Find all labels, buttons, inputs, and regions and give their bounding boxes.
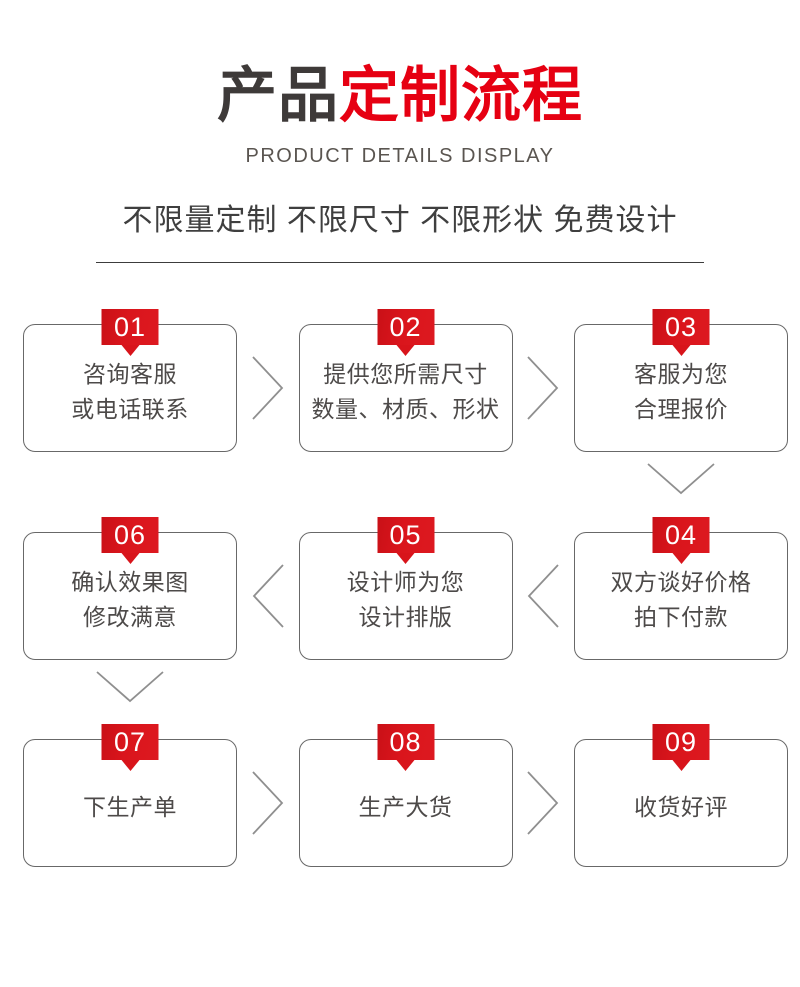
flow-row-1: 01 咨询客服 或电话联系 02 提供您所需尺寸 数量、材质、形状 bbox=[0, 308, 800, 452]
step-text-line1: 下生产单 bbox=[83, 793, 177, 820]
step-card-08: 08 生产大货 bbox=[298, 724, 513, 867]
step-description: 双方谈好价格 拍下付款 bbox=[575, 557, 787, 635]
step-description: 咨询客服 或电话联系 bbox=[24, 349, 236, 427]
step-number: 04 bbox=[664, 519, 698, 550]
step-description: 确认效果图 修改满意 bbox=[24, 557, 236, 635]
flow-connector-1 bbox=[0, 452, 800, 516]
step-card-07: 07 下生产单 bbox=[23, 724, 237, 867]
tagline: 不限量定制 不限尺寸 不限形状 免费设计 bbox=[122, 204, 678, 237]
step-number: 02 bbox=[389, 311, 422, 342]
step-number: 05 bbox=[389, 519, 422, 550]
arrow-down-icon bbox=[23, 670, 237, 704]
step-number: 06 bbox=[113, 519, 147, 550]
arrow-left-icon bbox=[513, 532, 575, 660]
step-text-line1: 咨询客服 bbox=[83, 361, 177, 387]
step-badge-08: 08 bbox=[377, 724, 434, 760]
step-description: 提供您所需尺寸 数量、材质、形状 bbox=[300, 349, 512, 427]
step-text-line2: 或电话联系 bbox=[71, 396, 189, 422]
step-description: 收货好评 bbox=[575, 782, 787, 825]
process-flow-diagram: 01 咨询客服 或电话联系 02 提供您所需尺寸 数量、材质、形状 bbox=[0, 308, 800, 867]
arrow-down-icon bbox=[574, 462, 788, 496]
step-badge-09: 09 bbox=[652, 724, 710, 760]
step-text-line1: 确认效果图 bbox=[71, 569, 189, 595]
step-badge-06: 06 bbox=[101, 517, 159, 553]
step-text-line1: 双方谈好价格 bbox=[610, 569, 752, 595]
flow-row-3: 07 下生产单 08 生产大货 09 bbox=[0, 723, 800, 867]
step-number: 07 bbox=[113, 726, 147, 757]
page-subtitle: PRODUCT DETAILS DISPLAY bbox=[245, 145, 555, 167]
step-card-05: 05 设计师为您 设计排版 bbox=[298, 517, 513, 660]
flow-row-2: 06 确认效果图 修改满意 05 设计师为您 设计排版 04 bbox=[0, 516, 800, 660]
divider-line bbox=[96, 262, 704, 263]
step-description: 下生产单 bbox=[24, 782, 236, 825]
step-text-line1: 收货好评 bbox=[634, 793, 728, 820]
step-card-01: 01 咨询客服 或电话联系 bbox=[23, 309, 237, 452]
step-number: 09 bbox=[664, 726, 698, 757]
step-badge-07: 07 bbox=[101, 724, 159, 760]
step-text-line2: 修改满意 bbox=[83, 604, 177, 630]
step-description: 客服为您 合理报价 bbox=[575, 349, 787, 427]
step-description: 设计师为您 设计排版 bbox=[300, 557, 512, 635]
arrow-right-icon bbox=[237, 324, 299, 452]
step-card-09: 09 收货好评 bbox=[574, 724, 788, 867]
step-card-02: 02 提供您所需尺寸 数量、材质、形状 bbox=[298, 309, 513, 452]
flow-connector-2 bbox=[0, 660, 800, 723]
step-badge-01: 01 bbox=[101, 309, 159, 345]
step-text-line1: 设计师为您 bbox=[346, 569, 465, 595]
step-number: 01 bbox=[113, 311, 147, 342]
arrow-left-icon bbox=[237, 532, 299, 660]
step-badge-03: 03 bbox=[652, 309, 710, 345]
step-text-line2: 设计排版 bbox=[358, 604, 453, 630]
product-process-page: 产品定制流程 PRODUCT DETAILS DISPLAY 不限量定制 不限尺… bbox=[0, 66, 800, 987]
step-text-line2: 拍下付款 bbox=[634, 604, 728, 630]
step-text-line1: 客服为您 bbox=[634, 361, 728, 387]
arrow-right-icon bbox=[513, 324, 575, 452]
step-badge-05: 05 bbox=[377, 517, 434, 553]
step-badge-04: 04 bbox=[652, 517, 710, 553]
page-title-red-part: 定制流程 bbox=[339, 62, 583, 129]
page-title: 产品定制流程 bbox=[0, 66, 800, 126]
step-number: 08 bbox=[389, 726, 422, 757]
step-text-line1: 生产大货 bbox=[358, 793, 453, 820]
page-title-black-part: 产品 bbox=[217, 62, 339, 129]
step-badge-02: 02 bbox=[377, 309, 434, 345]
step-card-06: 06 确认效果图 修改满意 bbox=[23, 517, 237, 660]
step-text-line2: 数量、材质、形状 bbox=[311, 396, 500, 422]
step-card-04: 04 双方谈好价格 拍下付款 bbox=[574, 517, 788, 660]
arrow-right-icon bbox=[237, 739, 299, 867]
step-description: 生产大货 bbox=[300, 782, 512, 825]
step-text-line1: 提供您所需尺寸 bbox=[323, 361, 488, 387]
step-text-line2: 合理报价 bbox=[634, 396, 728, 422]
step-card-03: 03 客服为您 合理报价 bbox=[574, 309, 788, 452]
arrow-right-icon bbox=[513, 739, 575, 867]
step-number: 03 bbox=[664, 311, 698, 342]
